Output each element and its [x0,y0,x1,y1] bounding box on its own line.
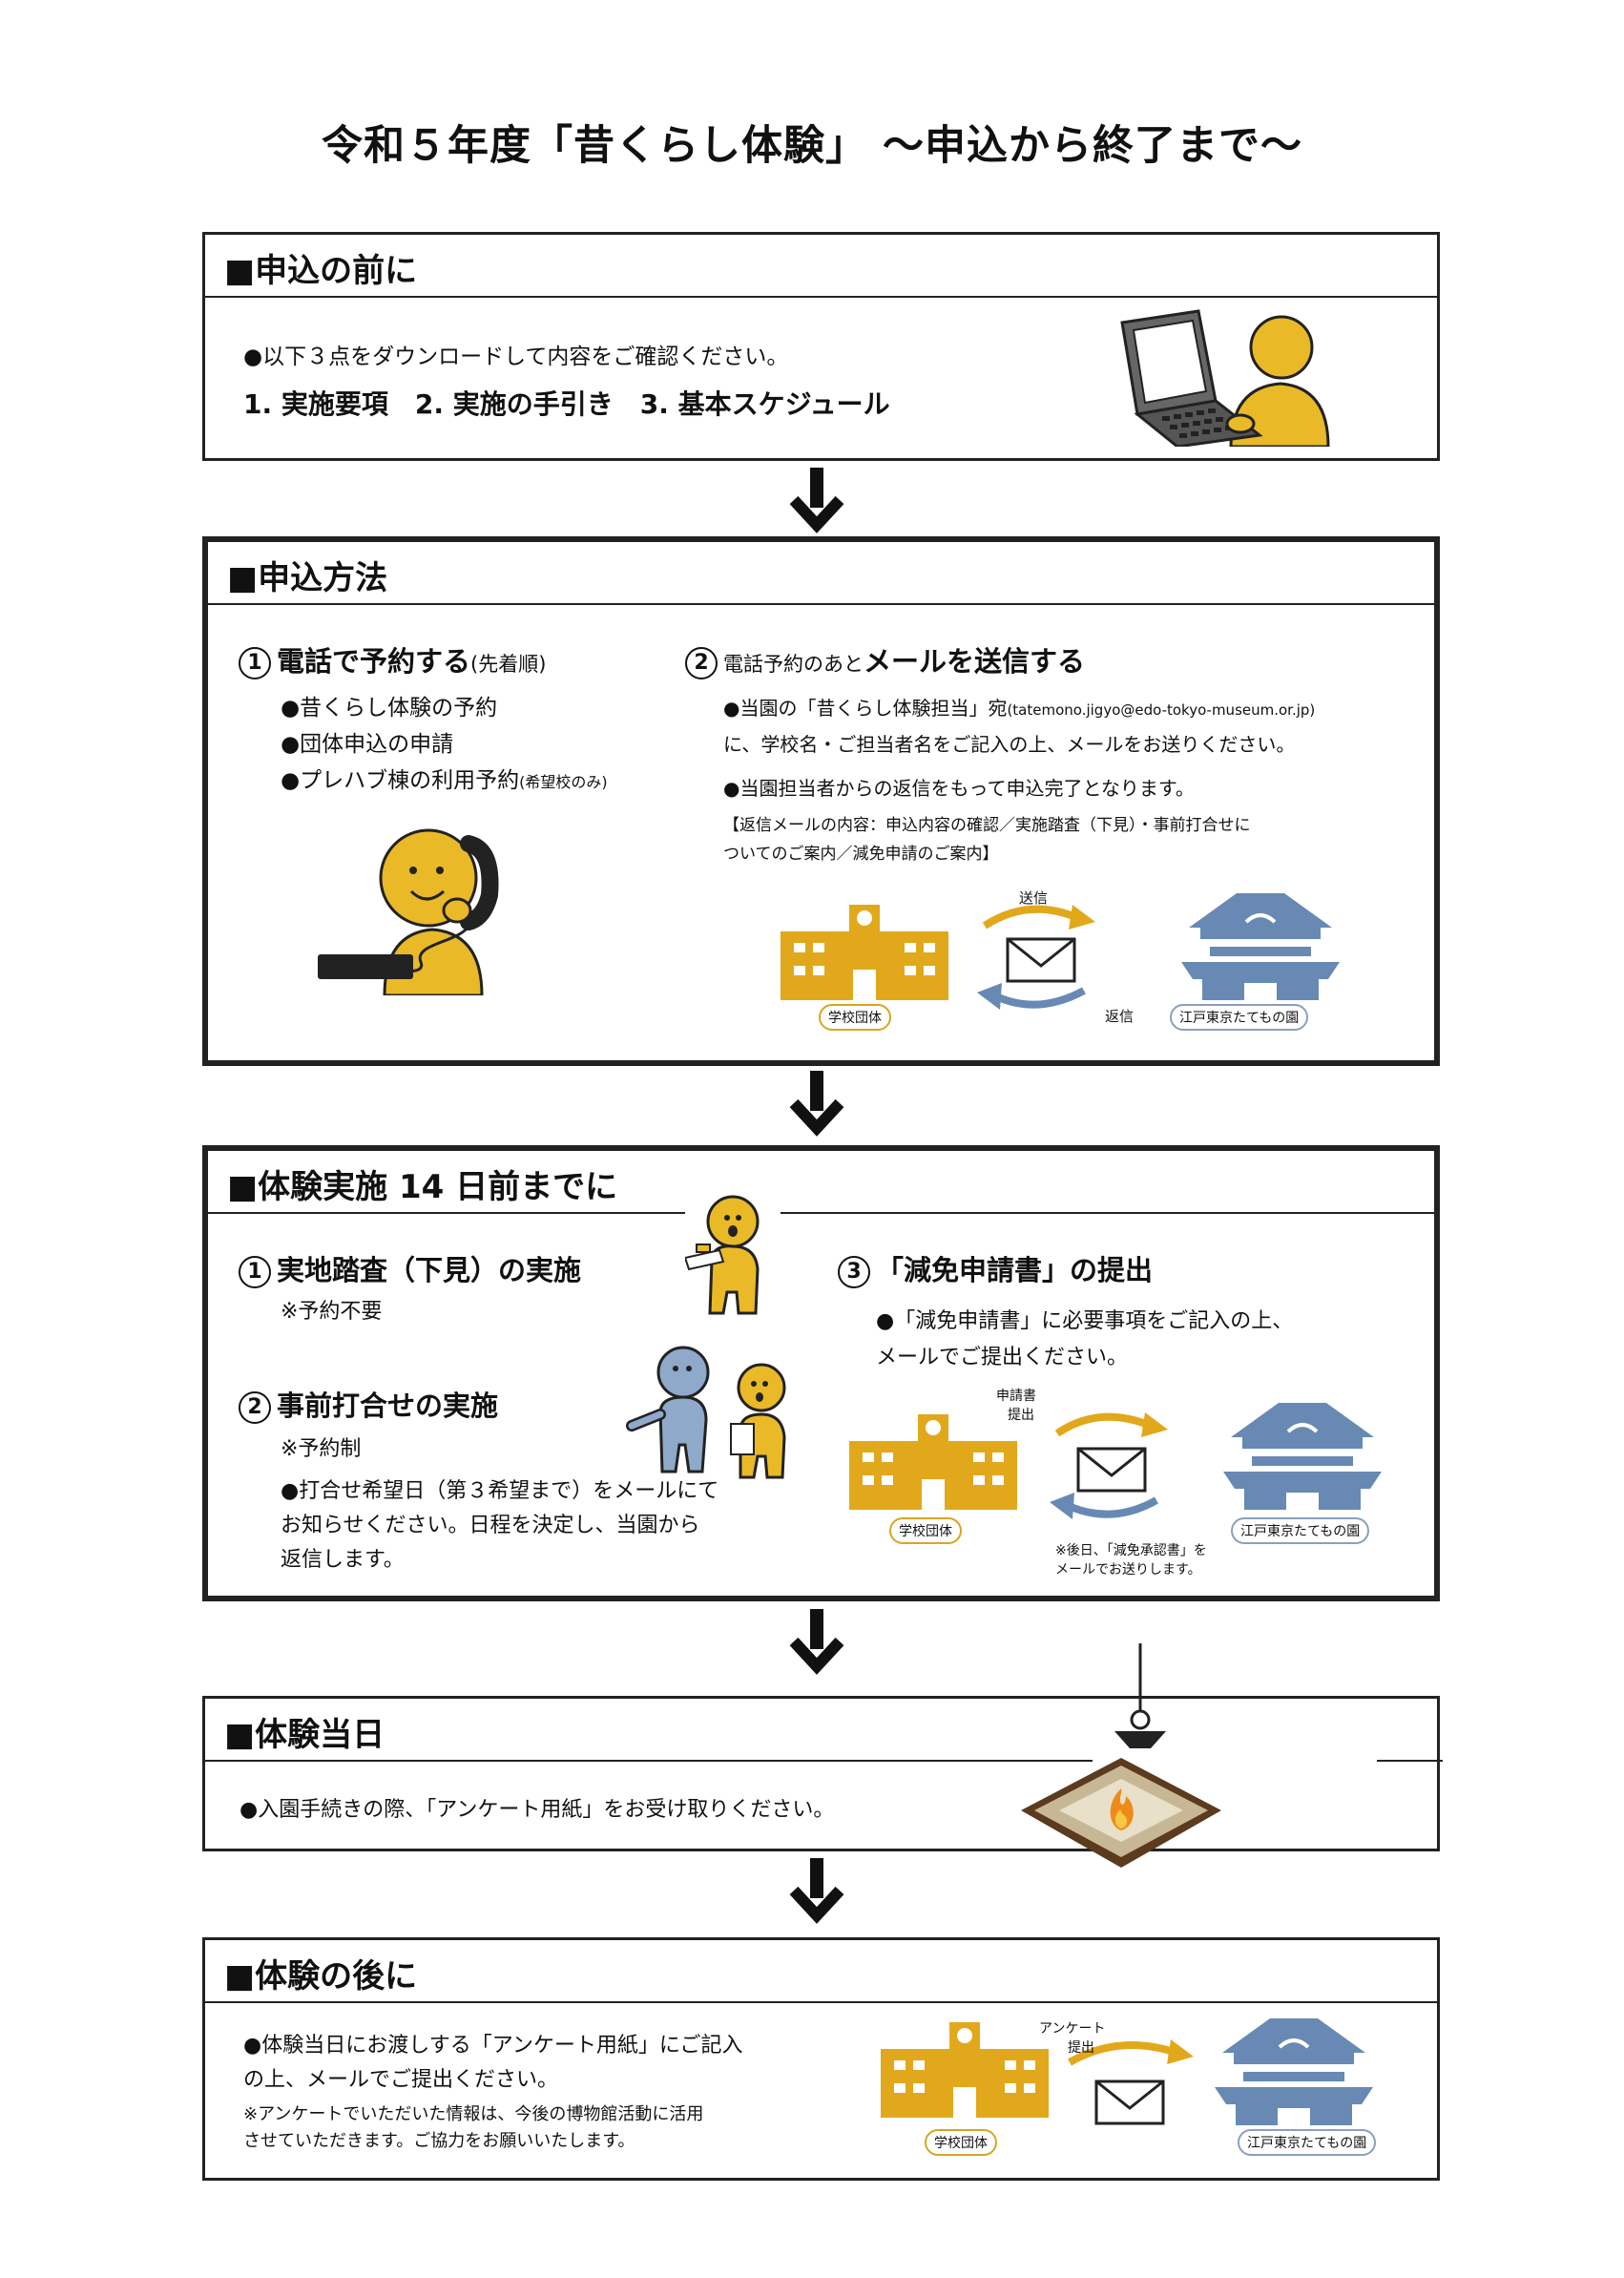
section-header: ■体験実施 14 日前までに [208,1151,1434,1212]
phone-caller-icon [318,828,499,995]
approval-note: メールでお送りします。 [1055,1562,1201,1578]
email-exchange-illustration [781,893,1340,1010]
meeting-body: 返信します。 [281,1548,405,1572]
email-line: ●当園担当者からの返信をもって申込完了となります。 [723,777,1195,800]
step-number: 3 [838,1256,870,1288]
step-number: 1 [239,647,271,679]
reply-note: 【返信メールの内容：申込内容の確認／実施踏査（下見）・事前打合せに [723,816,1251,835]
meeting-body: お知らせください。日程を決定し、当園から [281,1514,700,1537]
museum-icon [1223,1403,1382,1510]
step-note: ※予約不要 [281,1300,383,1324]
flow-arrow-icon [789,1071,844,1137]
survey-submit-label: アンケート [1039,2021,1106,2037]
after-body: の上、メールでご提出ください。 [243,2068,559,2092]
step-note: (先着順) [470,653,547,676]
flow-arrow-icon [789,468,844,533]
school-label: 学校団体 [925,2129,997,2156]
step-note: ※予約制 [281,1437,362,1461]
exemption-body: メールでご提出ください。 [876,1346,1129,1369]
after-note: させていただきます。ご協力をお願いいたします。 [243,2131,635,2151]
section-header: ■体験の後に [205,1940,1437,2003]
step-title: 電話で予約する [277,645,471,678]
day-body: ●入園手続きの際、「アンケート用紙」をお受け取りください。 [239,1798,835,1822]
phone-bullet: ●昔くらし体験の予約 [281,696,498,721]
step-number: 2 [239,1391,271,1424]
inspector-icon [685,1195,760,1315]
section-header: ■申込の前に [205,235,1437,298]
step-title: 「減免申請書」の提出 [876,1254,1154,1286]
step-prefix: 電話予約のあと [723,653,864,676]
laptop-user-icon [1120,309,1330,447]
section-heading: ■体験当日 [224,1716,385,1754]
school-icon [881,2022,1049,2118]
school-icon [781,905,948,1000]
section-experience-day: ■体験当日 ●入園手続きの際、「アンケート用紙」をお受け取りください。 [202,1696,1443,1851]
email-address: (tatemono.jigyo@edo-tokyo-museum.or.jp) [1007,701,1316,719]
section-heading: ■体験実施 14 日前までに [227,1168,618,1206]
exemption-submit-illustration [849,1403,1382,1519]
survey-submit-illustration [881,2018,1373,2125]
step-number: 1 [239,1256,271,1288]
section-after-experience: ■体験の後に ●体験当日にお渡しする「アンケート用紙」にご記入 の上、メールでご… [202,1937,1440,2181]
step-title: 事前打合せの実施 [277,1390,499,1422]
submit-label: 申請書 [996,1389,1036,1404]
museum-label: 江戸東京たてもの園 [1238,2129,1377,2156]
flow-arrow-icon [789,1609,844,1675]
email-line: ●当園の「昔くらし体験担当」宛 [723,697,1008,720]
send-label: 送信 [1019,889,1049,907]
phone-bullet: ●プレハブ棟の利用予約 [281,768,520,793]
phone-bullet: ●団体申込の申請 [281,732,454,757]
museum-icon [1215,2018,1373,2125]
approval-note: ※後日、「減免承認書」を [1055,1543,1207,1558]
step-title: メールを送信する [864,645,1086,678]
section-header: ■申込方法 [208,542,1434,605]
reply-note: ついてのご案内／減免申請のご案内】 [723,845,999,864]
section-before-apply: ■申込の前に ●以下３点をダウンロードして内容をご確認ください。 1. 実施要項… [202,232,1440,461]
section-heading: ■申込方法 [227,559,388,597]
survey-submit-label: 提出 [1068,2040,1094,2056]
step-title: 実地踏査（下見）の実施 [277,1254,582,1286]
after-note: ※アンケートでいただいた情報は、今後の博物館活動に活用 [243,2104,704,2124]
hearth-icon [1021,1643,1221,1868]
section-heading: ■申込の前に [224,252,418,290]
after-body: ●体験当日にお渡しする「アンケート用紙」にご記入 [243,2034,743,2058]
meeting-people-icon [626,1346,786,1479]
meeting-body: ●打合せ希望日（第３希望まで）をメールにて [281,1479,719,1503]
museum-label: 江戸東京たてもの園 [1170,1004,1309,1031]
section-heading: ■体験の後に [224,1957,418,1996]
reply-label: 返信 [1105,1008,1135,1025]
school-label: 学校団体 [889,1517,962,1544]
museum-label: 江戸東京たてもの園 [1231,1517,1370,1544]
school-icon [849,1414,1017,1510]
school-label: 学校団体 [819,1004,891,1031]
document-list: 1. 実施要項 2. 実施の手引き 3. 基本スケジュール [243,388,890,420]
exemption-body: ●「減免申請書」に必要事項をご記入の上、 [876,1309,1294,1333]
step-number: 2 [685,647,718,679]
bullet-note: (希望校のみ) [519,773,608,791]
flow-arrow-icon [789,1858,844,1924]
email-line: に、学校名・ご担当者名をご記入の上、メールをお送りください。 [723,733,1296,756]
submit-label: 提出 [1008,1408,1034,1423]
lead-text: ●以下３点をダウンロードして内容をご確認ください。 [243,345,789,369]
page-title: 令和５年度「昔くらし体験」 〜申込から終了まで〜 [322,122,1302,170]
section-header: ■体験当日 [205,1699,1437,1760]
museum-icon [1181,893,1340,1000]
